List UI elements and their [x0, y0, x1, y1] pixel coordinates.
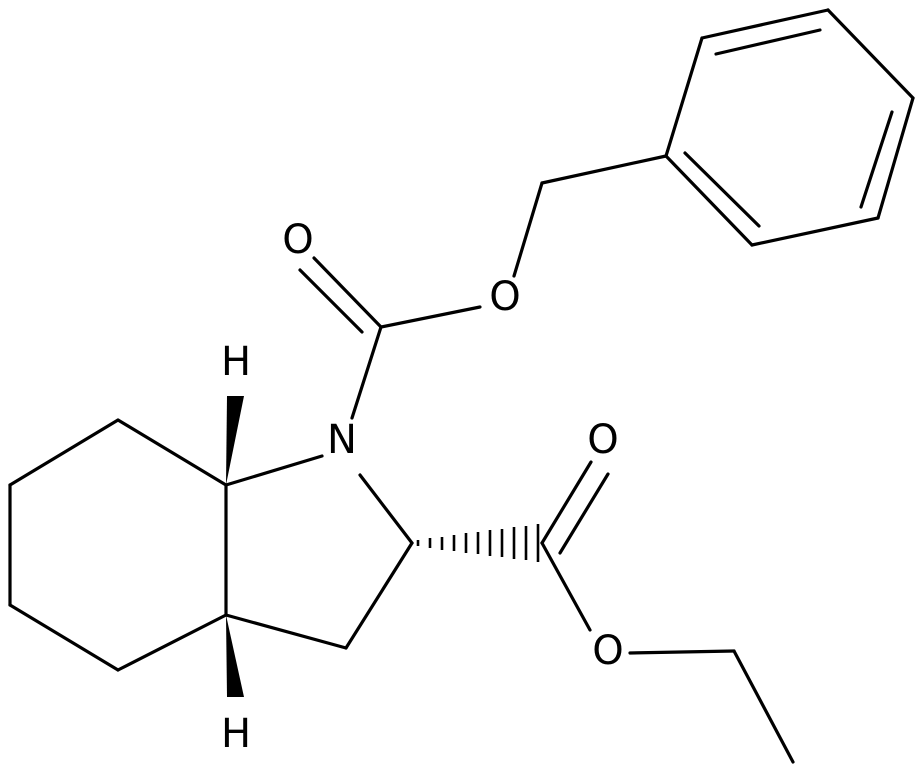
atom-label-h-bottom: H — [221, 711, 251, 757]
atom-label-o-ester-carbonyl: O — [587, 417, 618, 463]
carbonyl-double-bond — [558, 472, 610, 555]
atom-label-n: N — [327, 417, 357, 463]
bond — [8, 418, 120, 487]
bond — [876, 96, 915, 220]
bond — [700, 8, 830, 40]
aromatic-double-bond — [714, 28, 822, 56]
carbonyl-double-bond — [298, 268, 364, 334]
atom-label-o-ethyl-ester: O — [592, 628, 623, 674]
atom-label-o-carbamate-carbonyl: O — [282, 217, 313, 263]
wedge-bond — [226, 396, 244, 485]
bond — [116, 613, 228, 672]
bond — [8, 603, 120, 672]
aromatic-double-bond — [683, 151, 761, 228]
bond — [358, 473, 414, 545]
wedge-bond — [226, 615, 244, 697]
bond — [540, 541, 592, 632]
atom-label-h-top: H — [221, 339, 251, 385]
atom-label-o-benzyl-ether: O — [489, 274, 520, 320]
carbonyl-double-bond — [312, 256, 383, 329]
bond — [116, 418, 228, 487]
bond — [224, 454, 324, 487]
bond — [379, 305, 482, 329]
bond — [664, 154, 754, 247]
bond — [540, 154, 668, 185]
bond — [732, 649, 795, 764]
bond — [350, 325, 383, 420]
bond — [512, 181, 544, 278]
bond — [628, 649, 736, 655]
hashed-wedge-bond — [416, 524, 540, 562]
carbonyl-double-bond — [540, 460, 593, 545]
bond — [344, 541, 414, 650]
aromatic-double-bond — [859, 110, 894, 209]
bond — [664, 36, 704, 158]
bond — [826, 8, 915, 100]
benzene-ring — [664, 8, 915, 247]
bond — [224, 613, 348, 650]
bond — [750, 216, 880, 247]
